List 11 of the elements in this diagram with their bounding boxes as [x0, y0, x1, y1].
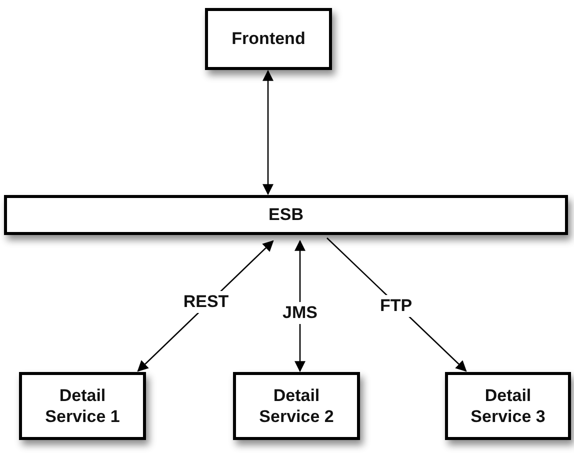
node-label: Detail Service 3 — [470, 384, 546, 428]
node-label: Detail Service 1 — [44, 384, 121, 428]
process-box — [19, 372, 146, 440]
process-box — [445, 372, 571, 440]
node-label: Frontend — [230, 28, 306, 50]
arrow — [262, 70, 274, 196]
process-box — [233, 372, 360, 440]
node-label: Detail Service 2 — [258, 384, 335, 428]
process-box — [205, 8, 332, 70]
process-box — [4, 195, 568, 235]
node-label: ESB — [268, 204, 304, 226]
